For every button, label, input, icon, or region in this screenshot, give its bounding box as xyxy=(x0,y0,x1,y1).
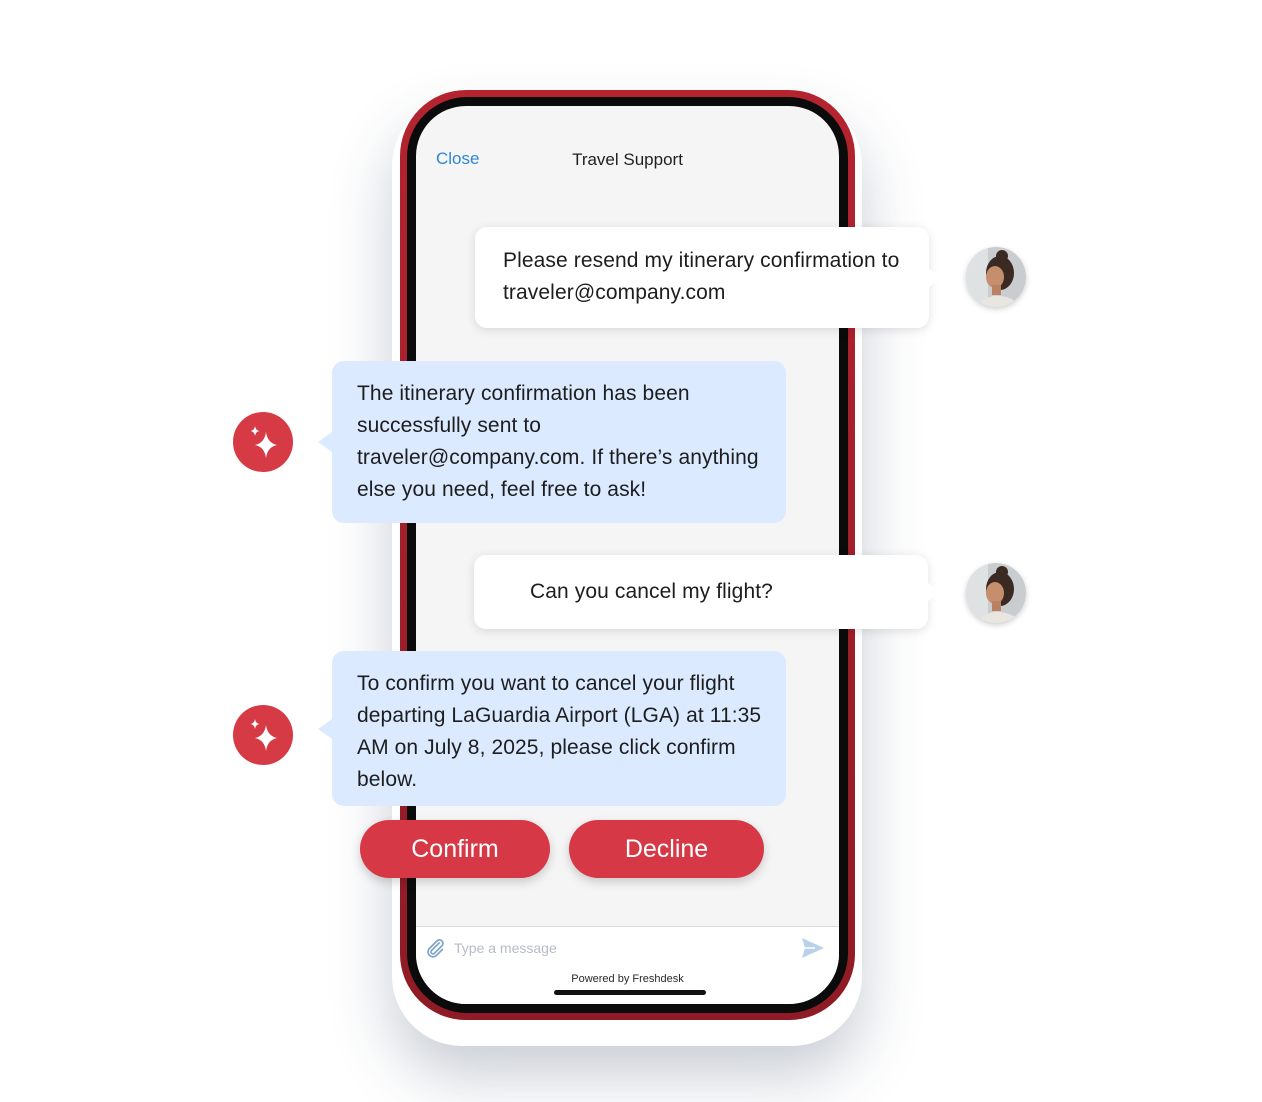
user-avatar xyxy=(966,563,1026,623)
message-input[interactable] xyxy=(454,937,784,959)
powered-by-label: Powered by Freshdesk xyxy=(571,973,684,985)
bot-avatar xyxy=(233,705,293,765)
message-composer: Powered by Freshdesk xyxy=(416,926,839,1004)
person-icon xyxy=(966,563,1026,623)
paperclip-icon[interactable] xyxy=(424,937,446,959)
home-indicator xyxy=(554,990,706,995)
chat-header: Close Travel Support xyxy=(416,106,839,226)
chat-title: Travel Support xyxy=(572,150,683,169)
sparkle-icon xyxy=(250,426,277,458)
sparkle-icon xyxy=(250,719,277,751)
bot-avatar xyxy=(233,412,293,472)
bot-message: To confirm you want to cancel your fligh… xyxy=(318,651,786,806)
user-message: Please resend my itinerary confirmation … xyxy=(475,227,941,328)
confirm-button[interactable]: Confirm xyxy=(360,820,550,878)
person-icon xyxy=(966,247,1026,307)
decline-button[interactable]: Decline xyxy=(569,820,764,878)
close-button[interactable]: Close xyxy=(436,149,480,168)
bot-message: The itinerary confirmation has been succ… xyxy=(318,361,786,523)
user-avatar xyxy=(966,247,1026,307)
user-message: Can you cancel my flight? xyxy=(474,555,940,629)
send-icon[interactable] xyxy=(801,937,825,959)
